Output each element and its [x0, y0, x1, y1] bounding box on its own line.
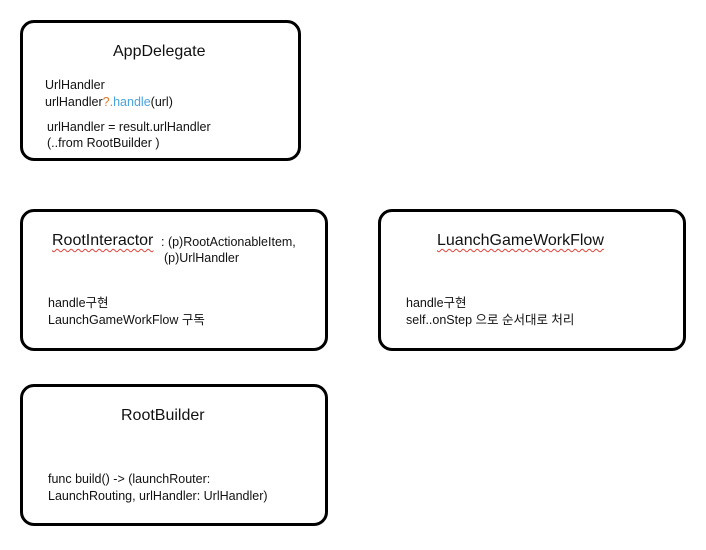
root-interactor-box: RootInteractor : (p)RootActionableItem, …: [20, 209, 328, 351]
app-delegate-line-4: (..from RootBuilder ): [47, 136, 160, 150]
launch-workflow-box: LuanchGameWorkFlow handle구현 self..onStep…: [378, 209, 686, 351]
root-interactor-line-2: LaunchGameWorkFlow 구독: [48, 313, 205, 327]
root-builder-box: RootBuilder func build() -> (launchRoute…: [20, 384, 328, 526]
app-delegate-title: AppDelegate: [113, 43, 206, 60]
root-builder-title: RootBuilder: [121, 407, 205, 424]
handler-var: urlHandler: [45, 95, 103, 109]
root-builder-line-1: func build() -> (launchRouter:: [48, 472, 211, 486]
launch-workflow-title: LuanchGameWorkFlow: [437, 232, 604, 249]
app-delegate-line-1: UrlHandler: [45, 78, 105, 92]
app-delegate-line-3: urlHandler = result.urlHandler: [47, 120, 211, 134]
root-interactor-conforms-1: : (p)RootActionableItem,: [161, 235, 296, 249]
root-interactor-conforms-2: (p)UrlHandler: [164, 251, 240, 265]
handle-method: handle: [113, 95, 151, 109]
launch-workflow-line-1: handle구현: [406, 296, 467, 310]
app-delegate-line-2: urlHandler?.handle(url): [45, 94, 173, 111]
handle-args: (url): [150, 95, 173, 109]
root-interactor-title: RootInteractor: [52, 232, 154, 249]
optional-chain: ?.: [102, 95, 114, 109]
launch-workflow-line-2: self..onStep 으로 순서대로 처리: [406, 313, 575, 327]
app-delegate-box: AppDelegate UrlHandler urlHandler?.handl…: [20, 20, 301, 161]
root-builder-line-2: LaunchRouting, urlHandler: UrlHandler): [48, 489, 268, 503]
root-interactor-line-1: handle구현: [48, 296, 109, 310]
